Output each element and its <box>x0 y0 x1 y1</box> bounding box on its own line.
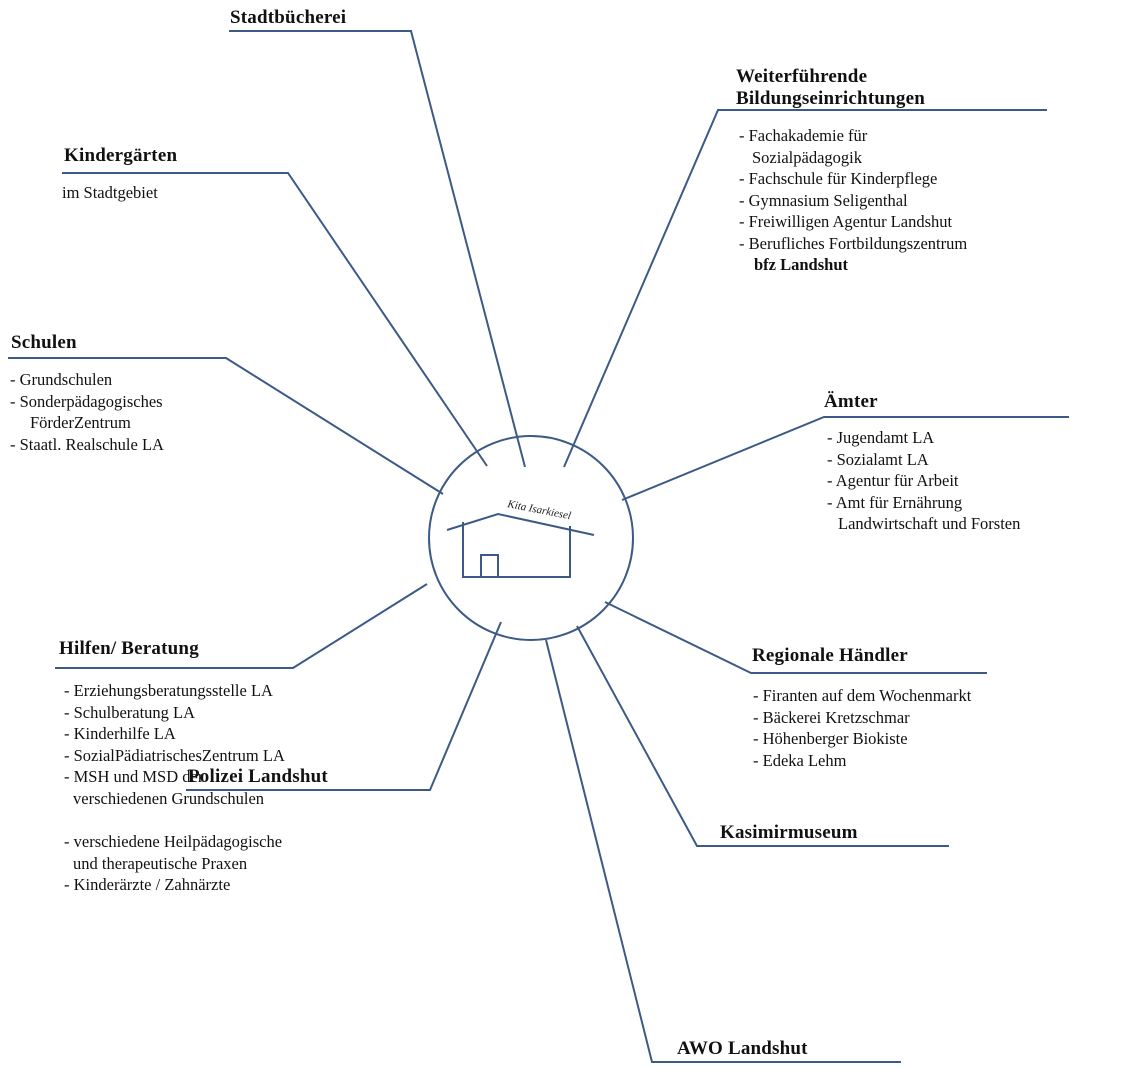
list-item: - Fachschule für Kinderpflege <box>739 169 938 188</box>
node-stadtbuecherei-title: Stadtbücherei <box>230 7 347 28</box>
connector-schulen <box>8 357 444 495</box>
list-item: bfz Landshut <box>754 255 848 274</box>
list-item: - Edeka Lehm <box>753 750 847 770</box>
list-item: - Kinderärzte / Zahnärzte <box>64 875 231 894</box>
list-item: - Agentur für Arbeit <box>827 471 959 490</box>
node-haendler-list: - Firanten auf dem Wochenmarkt - Bäckere… <box>753 685 971 771</box>
node-kasimir-title: Kasimirmuseum <box>720 822 858 843</box>
list-item: und therapeutische Praxen <box>73 853 248 873</box>
node-weiterfuehrende-title-line2: Bildungseinrichtungen <box>736 88 925 109</box>
node-polizei-title: Polizei Landshut <box>188 766 328 787</box>
connector-awo <box>545 639 901 1063</box>
node-schulen-list: - Grundschulen - Sonderpädagogisches För… <box>10 369 164 455</box>
list-item: - verschiedene Heilpädagogische <box>64 832 283 851</box>
list-item: verschiedenen Grundschulen <box>73 788 265 808</box>
connector-hilfen <box>55 583 428 669</box>
house-icon <box>446 512 595 578</box>
list-item: - Staatl. Realschule LA <box>10 434 164 454</box>
node-hilfen-title: Hilfen/ Beratung <box>59 638 199 659</box>
node-weiterfuehrende-title-line1: Weiterführende <box>736 66 868 87</box>
connector-polizei <box>186 621 502 791</box>
list-item: - Bäckerei Kretzschmar <box>753 707 910 727</box>
connector-weiterfuehrende <box>563 109 1047 468</box>
connector-kasimir <box>576 625 949 847</box>
list-item: - Schulberatung LA <box>64 702 196 722</box>
node-hilfen-list: - Erziehungsberatungsstelle LA - Schulbe… <box>64 680 285 896</box>
list-item: - Grundschulen <box>10 370 113 389</box>
list-item: - Jugendamt LA <box>827 428 935 447</box>
list-item: - Sonderpädagogisches <box>10 391 163 411</box>
node-aemter-title: Ämter <box>824 391 878 412</box>
list-item: - Freiwilligen Agentur Landshut <box>739 212 953 231</box>
list-item: - Firanten auf dem Wochenmarkt <box>753 686 972 705</box>
list-item: FörderZentrum <box>30 413 131 432</box>
list-item: - Amt für Ernährung <box>827 492 963 512</box>
node-kindergaerten-title: Kindergärten <box>64 145 178 166</box>
list-item: - Gymnasium Seligenthal <box>739 190 908 210</box>
list-item: - Fachakademie für <box>739 126 868 145</box>
list-item: - Höhenberger Biokiste <box>753 729 908 748</box>
list-item: Landwirtschaft und Forsten <box>838 514 1021 533</box>
list-gap <box>64 809 285 831</box>
node-awo-title: AWO Landshut <box>677 1038 808 1059</box>
list-item: - Sozialamt LA <box>827 449 929 469</box>
list-item: - SozialPädiatrischesZentrum LA <box>64 745 285 765</box>
node-kindergaerten-sub: im Stadtgebiet <box>62 183 158 202</box>
list-item: Sozialpädagogik <box>752 147 862 167</box>
node-weiterfuehrende-list: - Fachakademie für Sozialpädagogik - Fac… <box>739 125 967 276</box>
node-haendler-title: Regionale Händler <box>752 645 908 666</box>
center-circle <box>428 435 634 641</box>
connector-stadtbuecherei <box>229 30 526 468</box>
list-item: - Berufliches Fortbildungszentrum <box>739 233 968 253</box>
node-aemter-list: - Jugendamt LA - Sozialamt LA - Agentur … <box>827 427 1020 535</box>
list-item: - Erziehungsberatungsstelle LA <box>64 681 273 700</box>
node-schulen-title: Schulen <box>11 332 77 353</box>
connector-aemter <box>621 416 1069 501</box>
list-item: - MSH und MSD der <box>64 767 204 786</box>
list-item: - Kinderhilfe LA <box>64 724 176 743</box>
connector-kindergaerten <box>62 172 488 467</box>
connector-haendler <box>604 601 987 674</box>
